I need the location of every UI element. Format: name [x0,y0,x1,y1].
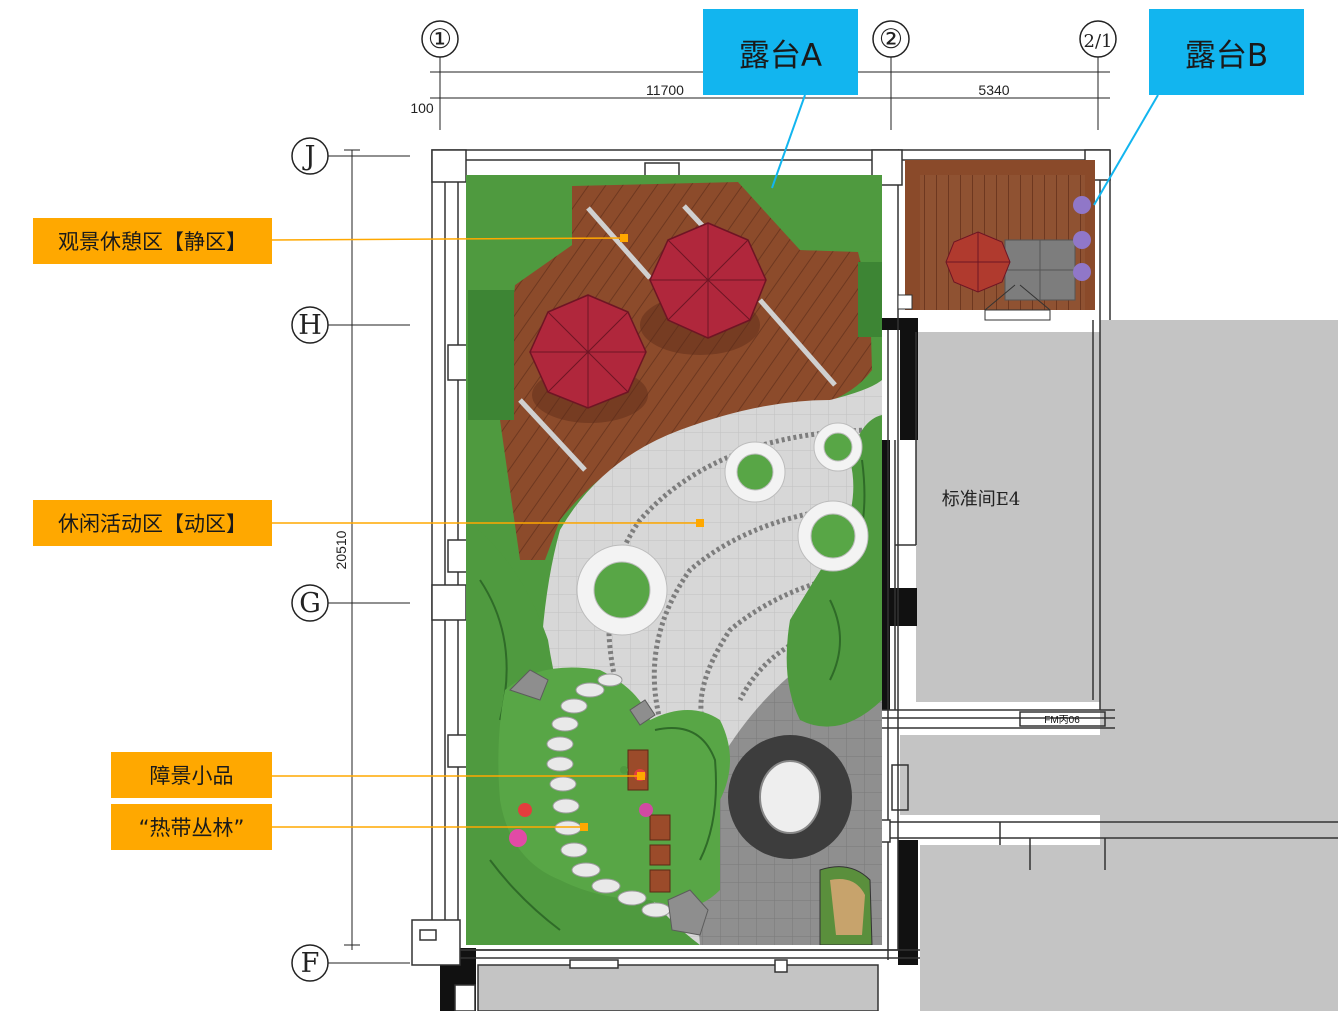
axis-label-g: G [299,588,321,619]
wall-outlines [431,149,1338,1011]
umbrella-icons [529,222,767,423]
door-tag: FM丙06 [1044,715,1080,726]
callout-leaders [271,237,700,828]
callout-dots [580,234,704,831]
dimension-11700: 11700 [646,82,684,98]
axis-label-f: F [301,948,320,979]
terrace-leaders [771,94,1159,206]
terrace-a-garden [466,175,882,945]
callout-leisure-zone: 休闲活动区【动区】 [33,500,272,546]
axis-label-2: ② [879,24,903,55]
terrace-a-label: 露台A [703,9,858,95]
room-label-standard: 标准间E4 [942,489,1021,510]
dimension-100: 100 [410,100,434,116]
axis-label-2-1: 2/1 [1084,31,1113,52]
callout-view-rest-zone: 观景休憩区【静区】 [33,218,272,264]
callout-screen-feature: 障景小品 [111,752,272,798]
terrace-b-label: 露台B [1149,9,1304,95]
dimension-5340: 5340 [978,82,1009,98]
axis-markers [291,20,1117,982]
axis-label-1: ① [428,24,452,55]
dimension-20510: 20510 [333,530,349,569]
axis-label-j: J [302,141,316,172]
callout-tropical-jungle: “热带丛林” [111,804,272,850]
axis-label-h: H [298,310,322,341]
terrace-b [897,160,1095,321]
building-mass [440,318,1338,1011]
ring-planters [576,422,869,636]
